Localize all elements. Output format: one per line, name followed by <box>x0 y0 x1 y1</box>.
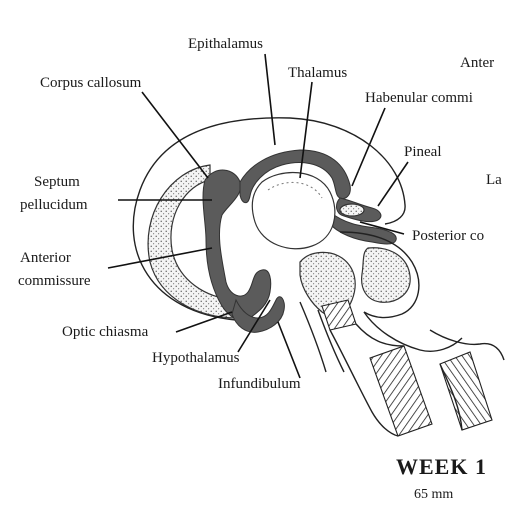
label-anterior-commissure-2: commissure <box>18 273 91 289</box>
label-pellucidum: pellucidum <box>20 197 88 213</box>
label-infundibulum: Infundibulum <box>218 376 301 392</box>
label-lamina-partial: La <box>486 172 502 188</box>
label-anterior-commissure-1: Anterior <box>20 250 71 266</box>
label-optic-chiasma: Optic chiasma <box>62 324 149 340</box>
label-pineal: Pineal <box>404 144 442 160</box>
size-label: 65 mm <box>414 487 453 502</box>
label-epithalamus: Epithalamus <box>188 36 263 52</box>
label-posterior-commissure: Posterior co <box>412 228 484 244</box>
brainstem-stipple <box>300 248 410 315</box>
label-corpus-callosum: Corpus callosum <box>40 75 142 91</box>
pineal-nucleus <box>340 204 364 216</box>
lower-tubes <box>322 300 504 436</box>
label-hypothalamus: Hypothalamus <box>152 350 240 366</box>
week-title: WEEK 1 <box>396 454 487 479</box>
label-habenular-commissure: Habenular commi <box>365 90 473 106</box>
label-anterior-partial: Anter <box>460 55 494 71</box>
label-septum: Septum <box>34 174 80 190</box>
label-thalamus: Thalamus <box>288 65 347 81</box>
thalamus-body <box>252 173 335 249</box>
